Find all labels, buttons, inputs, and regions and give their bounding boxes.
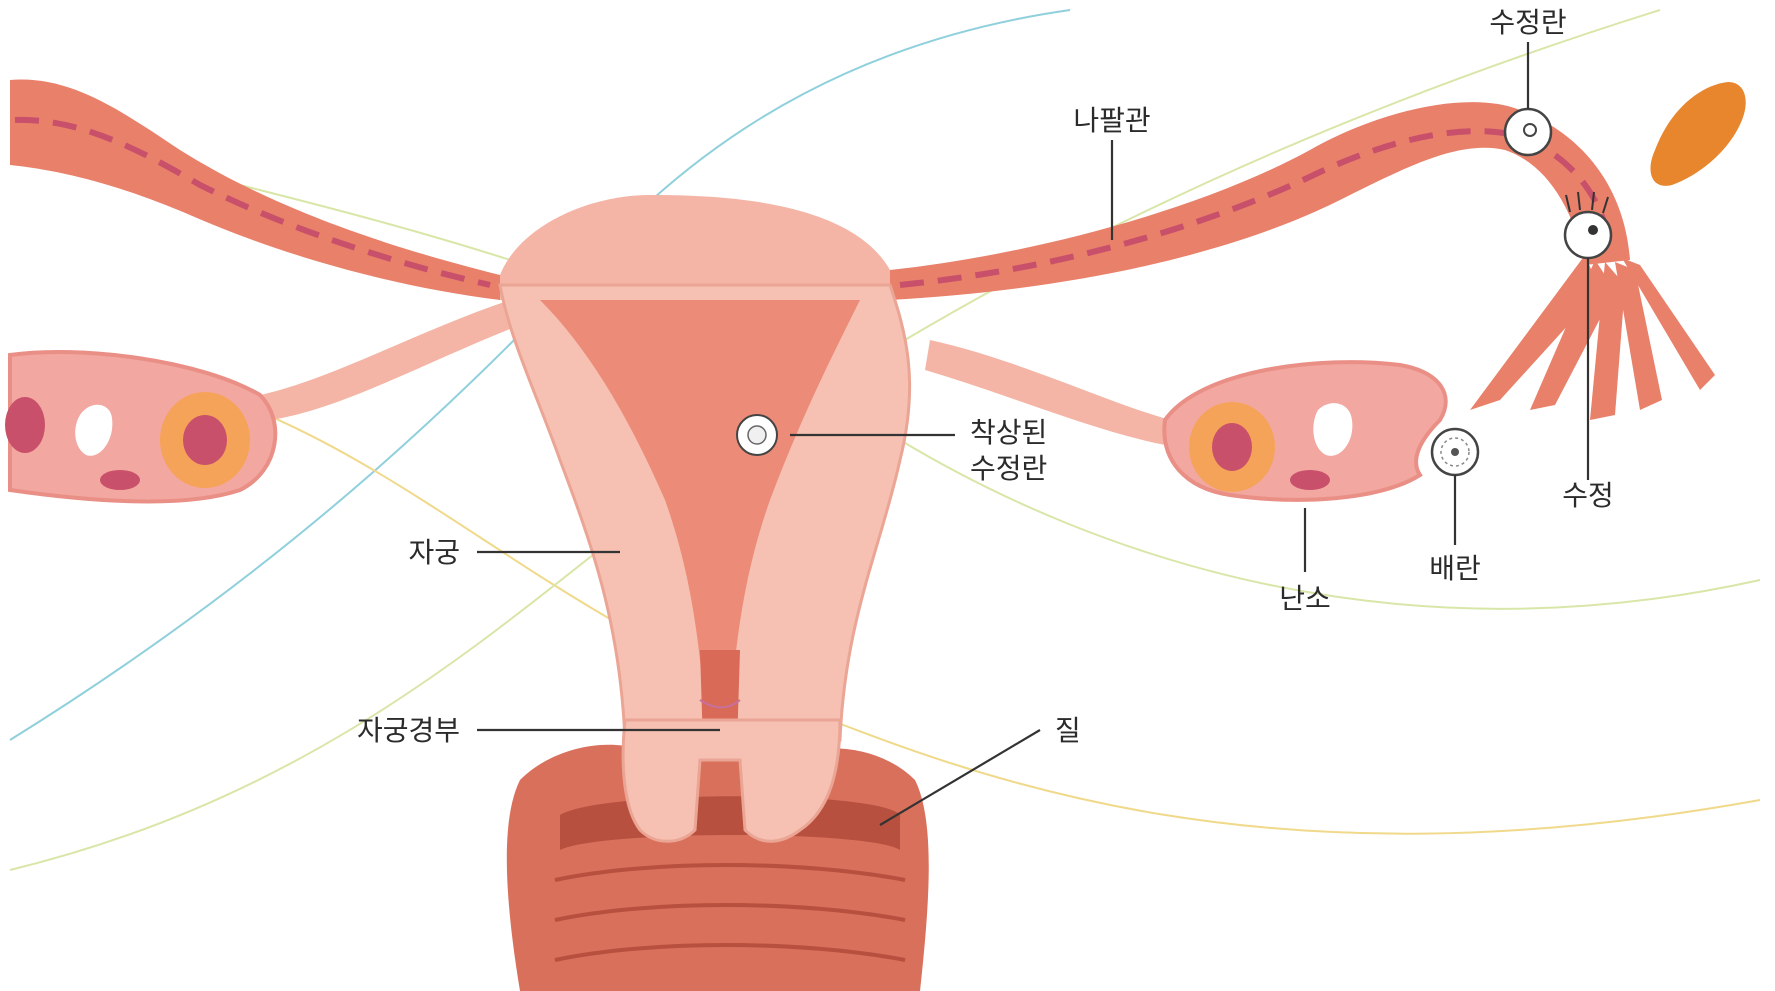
fimbriae bbox=[1470, 255, 1715, 420]
label-vagina: 질 bbox=[1055, 714, 1081, 747]
label-cervix: 자궁경부 bbox=[357, 714, 460, 747]
left-ovary bbox=[5, 352, 275, 502]
released-ovum-orange bbox=[1650, 82, 1745, 186]
implanted-egg bbox=[737, 415, 777, 455]
label-implanted-egg-line2: 수정란 bbox=[970, 452, 1047, 485]
ovulation-egg bbox=[1432, 429, 1478, 475]
right-ovary bbox=[1164, 362, 1445, 500]
label-fallopian-tube: 나팔관 bbox=[1073, 104, 1150, 137]
label-uterus: 자궁 bbox=[408, 536, 460, 569]
left-ovarian-ligament bbox=[260, 300, 520, 420]
right-ovarian-ligament bbox=[925, 340, 1170, 445]
fertilized-egg-in-tube bbox=[1505, 109, 1551, 155]
vagina bbox=[507, 745, 929, 991]
label-ovulation: 배란 bbox=[1429, 552, 1481, 585]
label-fertilization: 수정 bbox=[1562, 479, 1614, 512]
label-fertilized-egg: 수정란 bbox=[1489, 6, 1566, 39]
label-ovary: 난소 bbox=[1279, 582, 1331, 615]
label-implanted-egg-line1: 착상된 bbox=[970, 416, 1047, 449]
